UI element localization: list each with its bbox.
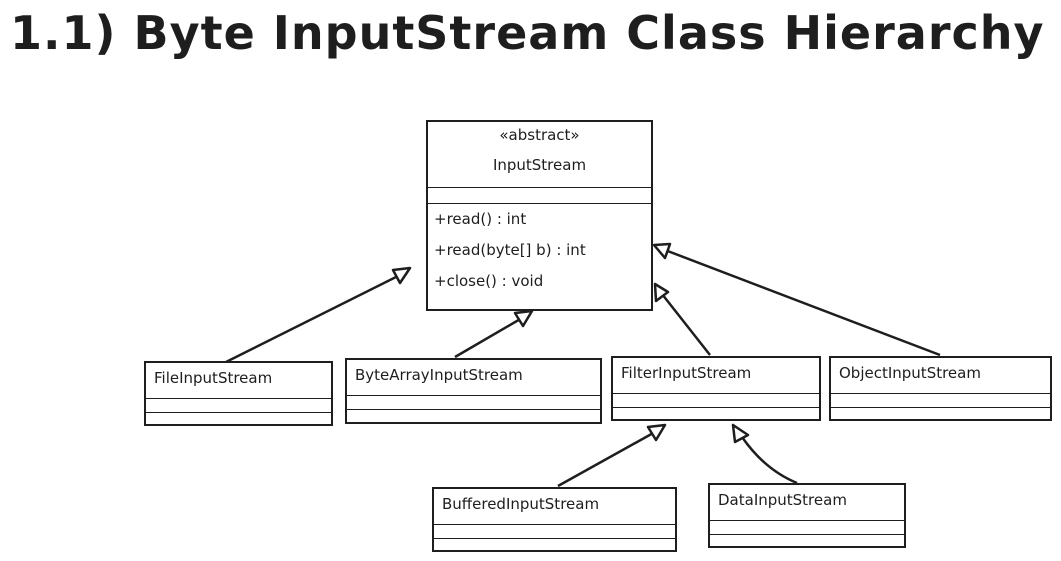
class-fileinputstream[interactable]: FileInputStream: [144, 361, 333, 426]
operations-compartment: +read() : int +read(byte[] b) : int +clo…: [428, 204, 651, 301]
class-name: BufferedInputStream: [434, 489, 675, 525]
link-data-to-filter: [731, 423, 798, 485]
class-name: FileInputStream: [146, 363, 331, 399]
class-bytearrayinputstream[interactable]: ByteArrayInputStream: [345, 358, 602, 424]
operations-compartment: [347, 410, 600, 423]
attributes-compartment: [831, 394, 1050, 408]
class-objectinputstream[interactable]: ObjectInputStream: [829, 356, 1052, 421]
operations-compartment: [146, 413, 331, 426]
attributes-compartment: [428, 188, 651, 204]
attributes-compartment: [347, 396, 600, 410]
class-name: ObjectInputStream: [831, 358, 1050, 394]
class-name: DataInputStream: [710, 485, 904, 521]
diagram-title: 1.1) Byte InputStream Class Hierarchy: [10, 6, 1045, 60]
class-name: ByteArrayInputStream: [347, 360, 600, 396]
operation: +close() : void: [434, 272, 544, 290]
operation: +read(byte[] b) : int: [434, 241, 586, 259]
class-inputstream[interactable]: «abstract» InputStream +read() : int +re…: [426, 120, 653, 311]
attributes-compartment: [434, 525, 675, 539]
link-bytearray-to-inputstream: [454, 309, 534, 359]
class-name: InputStream: [492, 156, 587, 174]
class-name: FilterInputStream: [613, 358, 819, 394]
link-object-to-inputstream: [652, 242, 941, 357]
operations-compartment: [710, 535, 904, 548]
operation: +read() : int: [434, 210, 527, 228]
class-bufferedinputstream[interactable]: BufferedInputStream: [432, 487, 677, 552]
operations-compartment: [434, 539, 675, 552]
class-datainputstream[interactable]: DataInputStream: [708, 483, 906, 548]
link-file-to-inputstream: [225, 266, 412, 364]
attributes-compartment: [613, 394, 819, 408]
attributes-compartment: [710, 521, 904, 535]
link-filter-to-inputstream: [653, 282, 711, 356]
link-buffered-to-filter: [557, 423, 667, 488]
attributes-compartment: [146, 399, 331, 413]
class-header: «abstract» InputStream: [428, 122, 651, 188]
operations-compartment: [613, 408, 819, 421]
operations-compartment: [831, 408, 1050, 421]
class-filterinputstream[interactable]: FilterInputStream: [611, 356, 821, 421]
stereotype-label: «abstract»: [499, 126, 580, 144]
